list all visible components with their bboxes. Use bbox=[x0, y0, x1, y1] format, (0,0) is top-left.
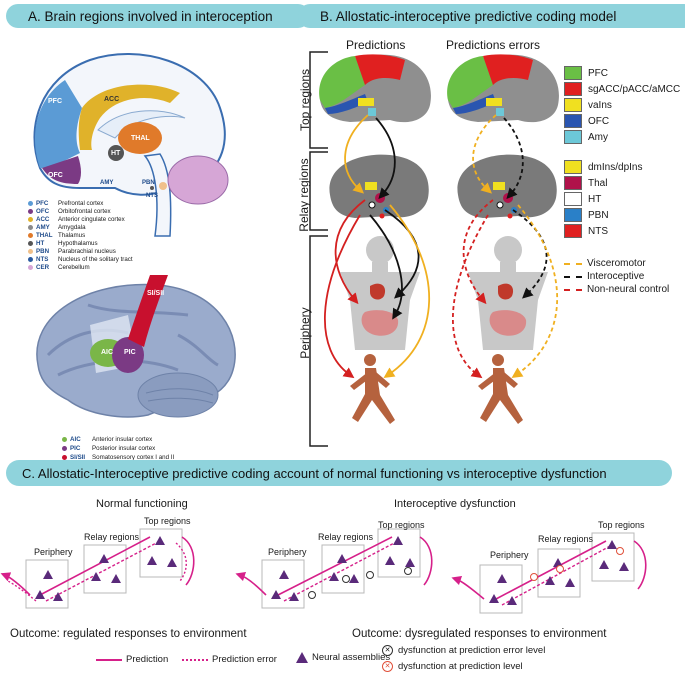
midsagittal-brain-illustration bbox=[33, 52, 229, 237]
box-label-relay-dys2: Relay regions bbox=[538, 534, 594, 544]
pbn-region bbox=[159, 182, 167, 190]
label-ht: HT bbox=[111, 150, 121, 157]
swatch-dmins bbox=[564, 160, 582, 174]
dys-prediction-icon: ✕ bbox=[382, 661, 393, 672]
col-prediction-errors: Predictions errors bbox=[446, 38, 541, 52]
panel-c-title-text: C. Allostatic-Interoceptive predictive c… bbox=[22, 465, 607, 481]
label-acc: ACC bbox=[104, 96, 120, 103]
runner-errors bbox=[478, 354, 523, 424]
normal-functioning-title: Normal functioning bbox=[96, 498, 188, 510]
label-thal: THAL bbox=[131, 135, 150, 142]
panel-b-title: B. Allostatic-interoceptive predictive c… bbox=[298, 4, 685, 28]
prediction-error-arrow-icon bbox=[182, 658, 208, 661]
body-silhouette-predictions bbox=[340, 236, 420, 350]
box-label-relay-normal: Relay regions bbox=[84, 532, 140, 542]
swatch-amy bbox=[564, 130, 582, 144]
outcome-dysfunction: Outcome: dysregulated responses to envir… bbox=[352, 628, 607, 640]
row-label-relay: Relay regions bbox=[297, 158, 311, 232]
pfc-region bbox=[34, 80, 82, 168]
swatch-pbn bbox=[564, 208, 582, 222]
body-silhouette-errors bbox=[468, 236, 548, 350]
relay-brain-predictions bbox=[329, 154, 429, 219]
panel-c-schematic bbox=[0, 528, 647, 614]
dys-error-markers bbox=[308, 567, 412, 599]
relay-brain-errors bbox=[457, 154, 557, 219]
panel-b-title-text: B. Allostatic-interoceptive predictive c… bbox=[320, 8, 617, 24]
label-pbn: PBN bbox=[142, 180, 155, 186]
legend-dot bbox=[28, 200, 33, 206]
box-label-periphery-normal: Periphery bbox=[34, 547, 73, 557]
pic-region bbox=[112, 337, 144, 373]
label-aic: AIC bbox=[101, 349, 114, 356]
line-interoceptive bbox=[564, 275, 582, 278]
label-si-sii: SI/SII bbox=[147, 290, 165, 297]
box-label-top-dys2: Top regions bbox=[598, 520, 645, 530]
col-predictions: Predictions bbox=[346, 38, 406, 52]
predictive-coding-model-illustration bbox=[319, 54, 559, 424]
label-pfc: PFC bbox=[48, 98, 62, 105]
label-amy: AMY bbox=[100, 180, 114, 186]
outcome-normal: Outcome: regulated responses to environm… bbox=[10, 628, 247, 640]
dys-prediction-markers bbox=[530, 547, 624, 581]
box-label-top-dys1: Top regions bbox=[378, 520, 425, 530]
swatch-nts bbox=[564, 224, 582, 238]
label-nts: NTS bbox=[146, 193, 158, 199]
ht-region bbox=[108, 145, 124, 161]
thal-region bbox=[118, 122, 162, 154]
acc-region bbox=[78, 84, 180, 150]
box-label-periphery-dys2: Periphery bbox=[490, 550, 529, 560]
box-label-relay-dys1: Relay regions bbox=[318, 532, 374, 542]
line-non-neural bbox=[564, 288, 582, 291]
box-label-periphery-dys1: Periphery bbox=[268, 547, 307, 557]
dysfunction-error-diagram bbox=[235, 528, 433, 609]
neural-assembly-icon bbox=[296, 652, 308, 663]
top-brain-errors bbox=[447, 54, 559, 123]
prediction-arrow-icon bbox=[96, 658, 122, 661]
panel-c-title: C. Allostatic-Interoceptive predictive c… bbox=[6, 460, 672, 486]
cerebellum-region bbox=[167, 155, 229, 205]
si-sii-region bbox=[128, 275, 168, 347]
interoceptive-dysfunction-title: Interoceptive dysfunction bbox=[394, 498, 516, 510]
runner-predictions bbox=[350, 354, 395, 424]
swatch-pfc bbox=[564, 66, 582, 80]
label-ofc: OFC bbox=[48, 172, 63, 179]
panel-a-title: A. Brain regions involved in interocepti… bbox=[6, 4, 310, 28]
swatch-acc bbox=[564, 82, 582, 96]
ofc-region bbox=[42, 156, 81, 184]
swatch-thal bbox=[564, 176, 582, 190]
dys-error-icon: ✕ bbox=[382, 645, 393, 656]
swatch-ht bbox=[564, 192, 582, 206]
row-brackets bbox=[309, 51, 328, 447]
lateral-brain-insula-illustration bbox=[36, 275, 236, 418]
box-label-top-normal: Top regions bbox=[144, 516, 191, 526]
label-pic: PIC bbox=[124, 349, 136, 356]
dysfunction-prediction-diagram bbox=[451, 532, 647, 614]
line-visceromotor bbox=[564, 262, 582, 265]
swatch-ofc bbox=[564, 114, 582, 128]
normal-diagram bbox=[0, 528, 195, 609]
swatch-vains bbox=[564, 98, 582, 112]
panel-a-title-text: A. Brain regions involved in interocepti… bbox=[28, 8, 273, 24]
top-brain-predictions bbox=[319, 54, 431, 123]
